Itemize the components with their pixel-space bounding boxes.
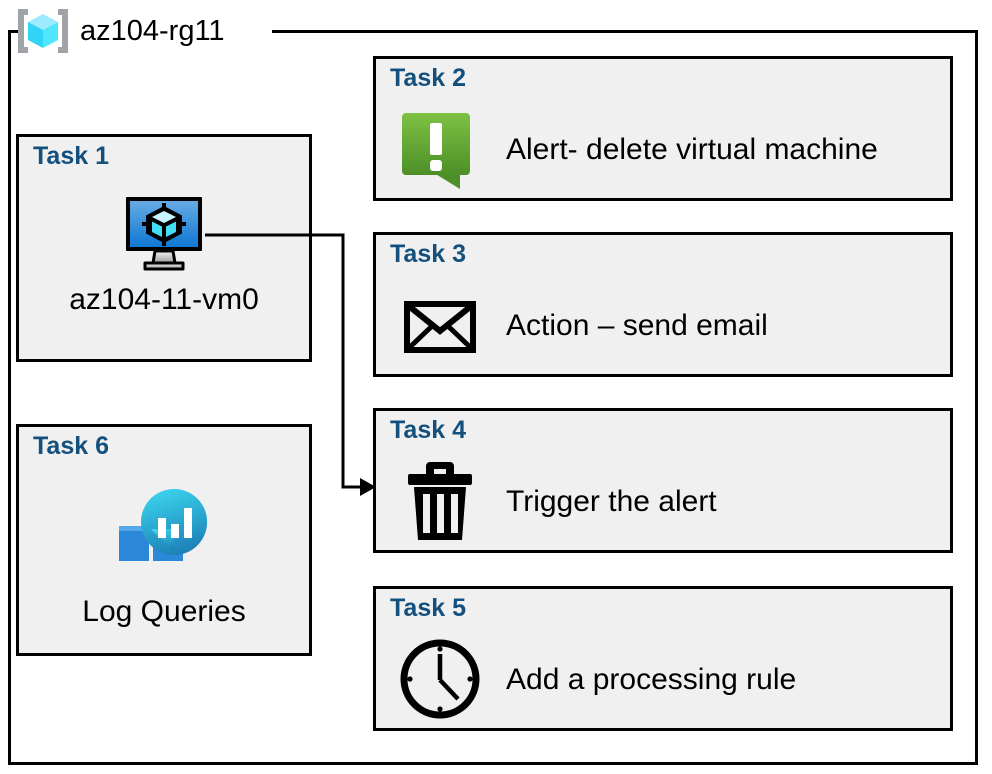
task3-row: Action – send email [396,277,940,373]
alert-exclamation-icon [396,105,484,193]
task-label: Task 4 [390,416,466,444]
task1-caption: az104-11-vm0 [19,283,309,316]
clock-icon [396,635,484,723]
task-text: Log Queries [82,595,246,628]
task-label: Task 1 [33,142,109,170]
task-card-task2[interactable]: Task 2 Alert- delete virtual machine [373,56,953,201]
task-label: Task 2 [390,64,466,92]
task-text: Action – send email [506,308,768,342]
task-card-task5[interactable]: Task 5 Add a processing rule [373,586,953,731]
resource-group-title: az104-rg11 [80,14,225,47]
log-analytics-icon [112,482,216,585]
resource-group-container [8,30,978,765]
task1-icon-wrap [19,193,309,279]
task2-row: Alert- delete virtual machine [396,101,940,197]
task-card-task1[interactable]: Task 1 [16,134,312,362]
envelope-icon [396,281,484,369]
trash-delete-icon [396,457,484,545]
task-card-task3[interactable]: Task 3 Action – send email [373,232,953,377]
task6-caption: Log Queries [19,595,309,628]
task6-icon-wrap [19,485,309,581]
task-card-task4[interactable]: Task 4 Trigger the alert [373,408,953,553]
task5-row: Add a processing rule [396,631,940,727]
resource-group-header: az104-rg11 [14,4,225,58]
task-text: az104-11-vm0 [69,283,259,316]
task-label: Task 6 [33,432,109,460]
task4-row: Trigger the alert [396,453,940,549]
resource-group-cube-icon [14,6,72,56]
task-label: Task 5 [390,594,466,622]
task-label: Task 3 [390,240,466,268]
task-text: Trigger the alert [506,484,717,518]
task-text: Alert- delete virtual machine [506,132,878,166]
task-text: Add a processing rule [506,662,797,696]
virtual-machine-icon [121,193,207,280]
task-card-task6[interactable]: Task 6 [16,424,312,656]
